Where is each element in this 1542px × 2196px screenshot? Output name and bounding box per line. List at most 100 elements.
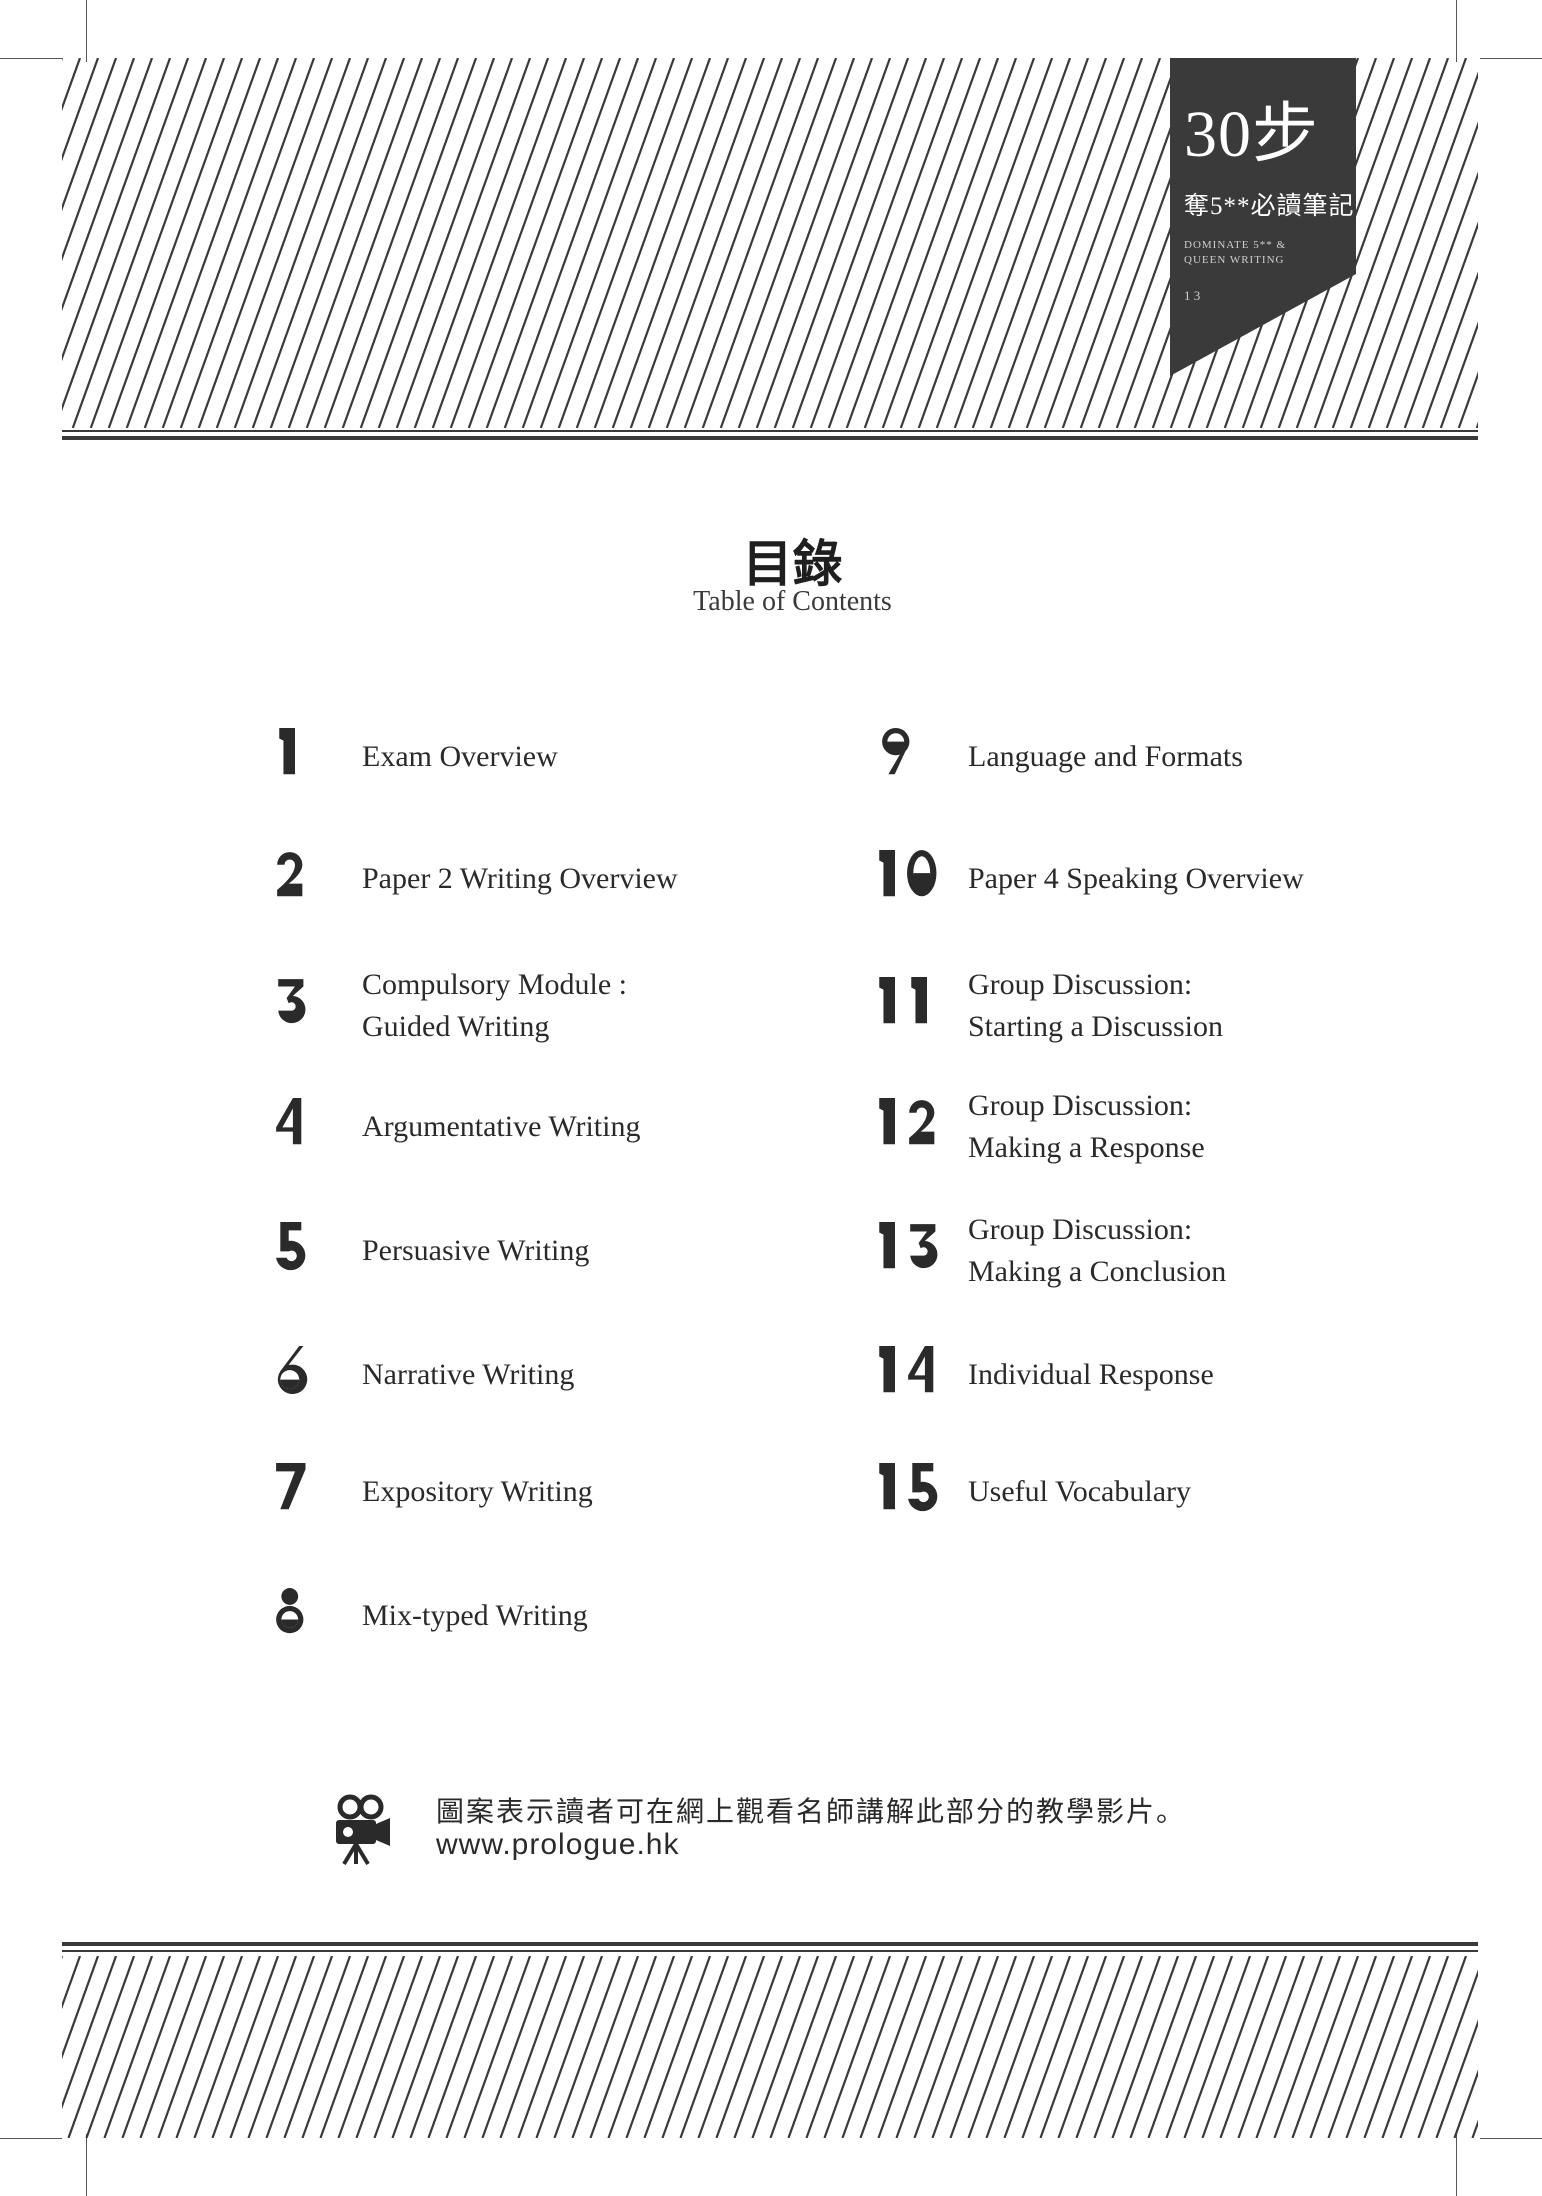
stripe-line xyxy=(1183,1956,1252,2138)
chapter-number xyxy=(874,712,964,792)
toc-item-4[interactable]: Argumentative Writing xyxy=(268,1082,828,1172)
stripe-line xyxy=(967,1956,1036,2138)
toc-item-9[interactable]: Language and Formats xyxy=(874,712,1434,802)
chapter-title: Compulsory Module :Guided Writing xyxy=(362,961,822,1051)
chapter-number xyxy=(874,961,964,1041)
stripe-line xyxy=(121,1956,190,2138)
chapter-number xyxy=(268,1571,358,1651)
chapter-title-line: Argumentative Writing xyxy=(362,1110,641,1143)
stripe-line xyxy=(305,58,442,428)
stripe-line xyxy=(647,58,784,428)
stripe-line xyxy=(67,1956,136,2138)
stripe-line xyxy=(701,58,838,428)
badge-title: 30步 xyxy=(1184,98,1319,171)
stripe-line xyxy=(71,58,208,428)
stripe-line xyxy=(247,1956,316,2138)
chapter-number-glyph xyxy=(879,1346,934,1393)
digit-1 xyxy=(279,728,295,775)
stripe-line xyxy=(971,58,1108,428)
chapter-number xyxy=(874,1082,964,1162)
stripe-line xyxy=(1219,1956,1288,2138)
stripe-line xyxy=(449,58,586,428)
stripe-line xyxy=(1439,321,1478,428)
badge-subtitle: 奪5**必讀筆記 xyxy=(1184,193,1355,220)
chapter-title-line: Making a Conclusion xyxy=(968,1255,1227,1288)
badge-page-number: 1 3 xyxy=(1184,288,1201,303)
stripe-line xyxy=(355,1956,424,2138)
toc-item-10[interactable]: Paper 4 Speaking Overview xyxy=(874,834,1434,924)
toc-item-11[interactable]: Group Discussion:Starting a Discussion xyxy=(874,961,1434,1051)
chapter-title-line: Narrative Writing xyxy=(362,1358,575,1391)
stripe-line xyxy=(373,1956,442,2138)
stripe-line xyxy=(679,1956,748,2138)
toc-item-2[interactable]: Paper 2 Writing Overview xyxy=(268,834,828,924)
toc-item-5[interactable]: Persuasive Writing xyxy=(268,1206,828,1296)
stripe-line xyxy=(949,1956,1018,2138)
chapter-title: Exam Overview xyxy=(362,712,822,802)
stripe-line xyxy=(467,58,604,428)
stripe-line xyxy=(931,1956,1000,2138)
chapter-title: Expository Writing xyxy=(362,1447,822,1537)
toc-item-13[interactable]: Group Discussion: Making a Conclusion xyxy=(874,1206,1434,1296)
digit-1 xyxy=(879,1346,895,1393)
stripe-line xyxy=(611,58,748,428)
stripe-line xyxy=(661,1956,730,2138)
toc-item-1[interactable]: Exam Overview xyxy=(268,712,828,802)
badge-ribbon-shape xyxy=(1170,58,1356,376)
stripe-line xyxy=(1129,1956,1198,2138)
chapter-title: Persuasive Writing xyxy=(362,1206,822,1296)
chapter-title-line: Guided Writing xyxy=(362,1010,550,1043)
digit-7 xyxy=(276,1463,306,1510)
crop-mark xyxy=(0,2138,62,2139)
chapter-number-glyph xyxy=(278,979,306,1024)
stripe-line xyxy=(485,58,622,428)
digit-1 xyxy=(879,1463,895,1510)
stripe-line xyxy=(233,58,370,428)
stripe-line xyxy=(733,1956,802,2138)
stripe-line xyxy=(1147,1956,1216,2138)
stripe-line xyxy=(62,1956,118,2110)
stripe-line xyxy=(161,58,298,428)
chapter-title-line: Paper 2 Writing Overview xyxy=(362,862,678,895)
stripe-line xyxy=(179,58,316,428)
crop-mark xyxy=(1456,2134,1457,2196)
chapter-title: Paper 4 Speaking Overview xyxy=(968,834,1428,924)
stripe-line xyxy=(1111,1956,1180,2138)
stripe-line xyxy=(1003,1956,1072,2138)
chapter-title-line: Group Discussion: xyxy=(968,1213,1193,1246)
stripe-line xyxy=(1381,1956,1450,2138)
toc-item-14[interactable]: Individual Response xyxy=(874,1330,1434,1420)
stripe-line xyxy=(1165,1956,1234,2138)
digit-2 xyxy=(277,852,303,897)
chapter-number-glyph xyxy=(879,1222,938,1269)
toc-item-8[interactable]: Mix-typed Writing xyxy=(268,1571,828,1661)
toc-item-12[interactable]: Group Discussion:Making a Response xyxy=(874,1082,1434,1172)
stripe-line xyxy=(62,58,190,412)
stripe-line xyxy=(719,58,856,428)
stripe-line xyxy=(1349,71,1478,428)
toc-item-15[interactable]: Useful Vocabulary xyxy=(874,1447,1434,1537)
badge-tagline-line1: DOMINATE 5** & xyxy=(1184,239,1286,251)
digit-1 xyxy=(879,1222,895,1269)
stripe-line xyxy=(139,1956,208,2138)
stripe-line xyxy=(1273,1956,1342,2138)
toc-item-7[interactable]: Expository Writing xyxy=(268,1447,828,1537)
stripe-line xyxy=(103,1956,172,2138)
stripe-line xyxy=(823,1956,892,2138)
stripe-line xyxy=(935,58,1072,428)
stripe-line xyxy=(1025,58,1162,428)
stripe-line xyxy=(751,1956,820,2138)
toc-item-6[interactable]: Narrative Writing xyxy=(268,1330,828,1420)
stripe-line xyxy=(215,58,352,428)
stripe-line xyxy=(1313,58,1450,428)
digit-3 xyxy=(278,979,306,1024)
crop-mark xyxy=(86,2134,87,2196)
toc-item-3[interactable]: Compulsory Module :Guided Writing xyxy=(268,961,828,1051)
stripe-line xyxy=(539,58,676,428)
bottom-divider-thick xyxy=(62,1942,1478,1946)
stripe-line xyxy=(1435,2019,1478,2138)
chapter-title: Group Discussion:Starting a Discussion xyxy=(968,961,1428,1051)
stripe-line xyxy=(1309,1956,1378,2138)
video-note-url[interactable]: www.prologue.hk xyxy=(436,1828,680,1861)
stripe-line xyxy=(251,58,388,428)
